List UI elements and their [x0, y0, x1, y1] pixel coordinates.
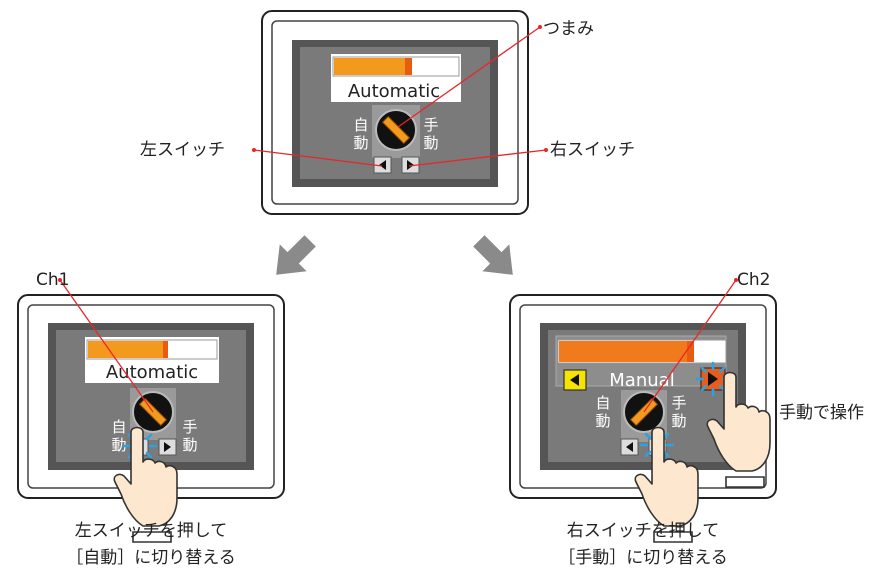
bl-left-label-1: 自 [111, 418, 126, 436]
top-right-label-1: 手 [423, 116, 438, 134]
top-right-label-2: 動 [423, 134, 438, 152]
ch2-callout: Ch2 [737, 270, 770, 290]
br-left-label-1: 自 [595, 394, 610, 412]
br-right-label-2: 動 [671, 412, 686, 430]
left-caption-line1: 左スイッチを押して [75, 521, 228, 541]
top-left-label-1: 自 [353, 116, 368, 134]
left-switch-callout: 左スイッチ [140, 140, 225, 160]
right-arrow-icon [708, 372, 718, 386]
bottom-right-device: Manual 自 動 手 動 [509, 294, 777, 499]
top-mode-text: Automatic [348, 81, 440, 102]
arrow-down-left-icon [276, 235, 316, 275]
bottom-left-level-bar [88, 341, 168, 358]
manual-operation-callout: 手動で操作 [779, 403, 864, 423]
arrow-down-right-icon [473, 235, 513, 275]
bl-left-label-2: 動 [111, 436, 126, 454]
right-switch-callout: 右スイッチ [550, 140, 635, 160]
br-left-label-2: 動 [595, 412, 610, 430]
top-left-label-2: 動 [353, 134, 368, 152]
bottom-right-level-bar [559, 341, 694, 362]
left-arrow-icon [379, 160, 386, 170]
top-level-bar [334, 58, 412, 75]
right-arrow-icon [407, 160, 414, 170]
bl-right-label-1: 手 [182, 418, 197, 436]
bottom-left-device: Automatic 自 動 手 動 [17, 294, 285, 499]
knob-callout: つまみ [543, 19, 594, 39]
left-arrow-icon [626, 442, 633, 452]
ch1-callout: Ch1 [36, 270, 69, 290]
right-arrow-icon [164, 442, 171, 452]
right-caption-line1: 右スイッチを押して [567, 521, 720, 541]
bottom-right-mode-text: Manual [609, 370, 674, 391]
top-device: Automatic 自 動 手 動 [261, 10, 529, 215]
bl-right-label-2: 動 [182, 436, 197, 454]
left-arrow-icon [570, 374, 579, 386]
br-right-label-1: 手 [671, 394, 686, 412]
right-caption-line2: ［手動］に切り替える [558, 548, 728, 568]
left-caption-line2: ［自動］に切り替える [66, 548, 236, 568]
